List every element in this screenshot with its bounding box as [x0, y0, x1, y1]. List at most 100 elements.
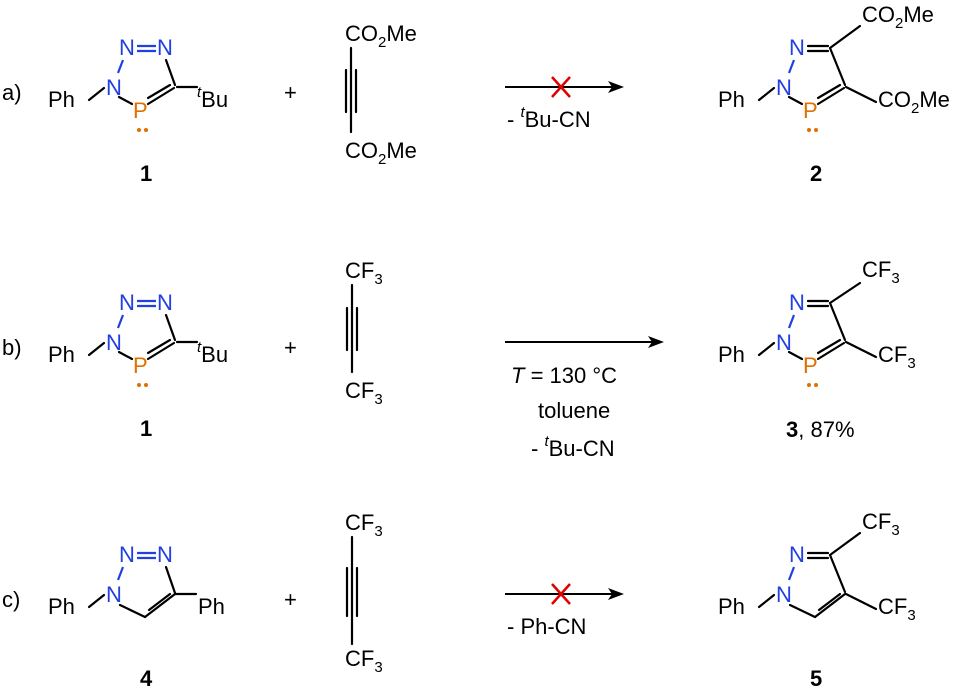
ester-substituent: CO2Me — [878, 87, 950, 117]
ester-top: CO2Me — [345, 21, 417, 51]
n3-atom: N — [157, 290, 173, 315]
bond — [816, 338, 842, 355]
lone-pair — [137, 128, 141, 132]
phosphorus-atom: P — [133, 353, 148, 378]
bond — [164, 565, 177, 595]
cf3-top: CF3 — [345, 258, 383, 288]
row-c-reactant-4: Ph N N N Ph 4 — [48, 542, 225, 691]
n3-atom: N — [157, 542, 173, 567]
compound-number: 5 — [810, 666, 822, 691]
bond — [828, 301, 847, 342]
row-c-product-5: Ph N N CF3 CF3 5 — [718, 509, 916, 691]
compound-number: 4 — [140, 666, 153, 691]
byproduct-condition: - tBu-CN — [531, 433, 615, 461]
arrow-head — [648, 336, 664, 348]
bond — [828, 553, 847, 594]
bond — [813, 592, 847, 619]
bond — [116, 314, 125, 329]
n1-atom: N — [106, 582, 122, 607]
bond — [146, 341, 176, 361]
condition-text: - tBu-CN — [507, 104, 591, 132]
row-c-arrow-blocked: - Ph-CN — [505, 583, 624, 639]
row-a-reactant-1: Ph N N N P tBu 1 — [48, 35, 228, 186]
tbu-label: tBu — [197, 339, 228, 367]
bond — [118, 603, 147, 619]
bond — [844, 592, 878, 611]
bond — [844, 340, 878, 359]
bond — [787, 314, 796, 329]
phenyl-label: Ph — [198, 594, 225, 619]
row-b-label: b) — [2, 335, 22, 360]
bond — [828, 531, 862, 557]
cross-mark — [551, 76, 571, 98]
ester-bottom: CO2Me — [345, 138, 417, 168]
bond — [787, 566, 796, 581]
bond — [87, 593, 106, 609]
phosphorus-atom: P — [803, 98, 818, 123]
bond — [817, 592, 842, 612]
cf3-top: CF3 — [345, 510, 383, 540]
bond — [164, 58, 177, 87]
n1-atom: N — [106, 75, 122, 100]
compound-number-yield: 3, 87% — [786, 417, 855, 442]
phenyl-label: Ph — [48, 342, 75, 367]
phenyl-label: Ph — [48, 594, 75, 619]
bond — [787, 350, 804, 361]
bond — [787, 95, 804, 106]
n1-atom: N — [776, 75, 792, 100]
bond — [787, 59, 796, 74]
lone-pair — [144, 383, 148, 387]
bond — [143, 592, 177, 619]
row-c-label: c) — [2, 587, 20, 612]
bond — [757, 341, 776, 357]
tbu-label: tBu — [197, 84, 228, 112]
cf3-substituent: CF3 — [878, 594, 916, 624]
n3-atom: N — [157, 35, 173, 60]
n2-atom: N — [789, 35, 805, 60]
bond — [757, 86, 776, 102]
bond — [87, 341, 106, 357]
plus-sign: + — [284, 587, 297, 612]
lone-pair — [807, 128, 811, 132]
row-c-alkyne-reagent: CF3 CF3 — [345, 510, 383, 676]
bond — [147, 592, 172, 612]
bond — [146, 83, 172, 100]
bond — [146, 338, 172, 355]
cf3-bottom: CF3 — [345, 378, 383, 408]
ester-substituent: CO2Me — [862, 2, 934, 32]
n2-atom: N — [789, 290, 805, 315]
bond — [87, 86, 106, 102]
row-a-label: a) — [2, 80, 22, 105]
n1-atom: N — [106, 330, 122, 355]
bond — [164, 313, 177, 342]
n1-atom: N — [776, 330, 792, 355]
arrow-head — [608, 81, 624, 93]
bond — [757, 593, 776, 609]
cf3-substituent: CF3 — [862, 257, 900, 287]
bond — [828, 281, 862, 305]
phenyl-label: Ph — [718, 594, 745, 619]
solvent-condition: toluene — [538, 398, 610, 423]
row-a-alkyne-reagent: CO2Me CO2Me — [344, 21, 417, 168]
lone-pair — [814, 128, 818, 132]
bond — [116, 59, 125, 74]
bond — [816, 83, 842, 100]
n1-atom: N — [776, 582, 792, 607]
plus-sign: + — [284, 80, 297, 105]
row-b-alkyne-reagent: CF3 CF3 — [345, 258, 383, 408]
lone-pair — [807, 383, 811, 387]
compound-number: 2 — [810, 161, 822, 186]
row-b-arrow: T = 130 °C toluene - tBu-CN — [505, 336, 664, 461]
bond — [146, 86, 176, 106]
phosphorus-atom: P — [803, 353, 818, 378]
bond — [828, 46, 847, 87]
row-a-arrow-blocked: - tBu-CN — [505, 76, 624, 132]
lone-pair — [144, 128, 148, 132]
row-a: a) Ph N N N P tBu 1 + CO2Me — [2, 2, 950, 186]
row-b-reactant-1: Ph N N N P tBu 1 — [48, 290, 228, 441]
lone-pair — [814, 383, 818, 387]
cf3-substituent: CF3 — [862, 509, 900, 539]
cf3-substituent: CF3 — [878, 342, 916, 372]
row-c: c) Ph N N N Ph 4 + CF3 CF3 — [2, 509, 916, 691]
